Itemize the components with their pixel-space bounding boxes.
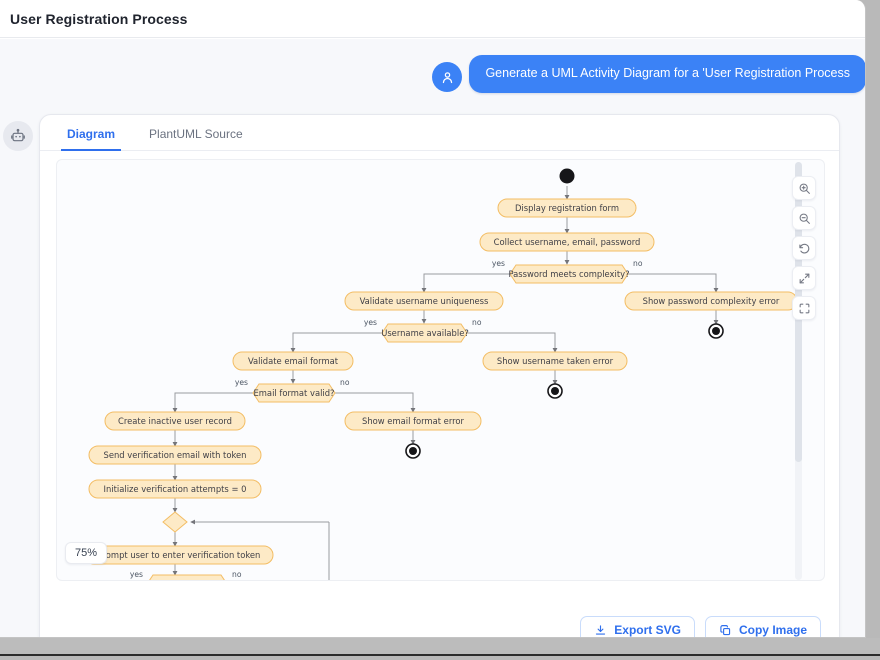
node-label: Create inactive user record: [118, 416, 232, 426]
decision-username-available: Username available?: [381, 323, 469, 343]
tab-diagram[interactable]: Diagram: [61, 127, 122, 151]
card-action-bar: Export SVG Copy Image: [40, 599, 839, 637]
node-label: Validate email format: [248, 356, 339, 366]
export-svg-label: Export SVG: [614, 623, 681, 637]
node-label: Collect username, email, password: [494, 237, 641, 247]
node-label: Token valid?: [161, 579, 213, 581]
node-display-registration-form: Display registration form: [497, 198, 637, 218]
decision-token-valid: Token valid?: [149, 574, 225, 581]
expand-icon[interactable]: [792, 266, 816, 290]
node-validate-username-uniqueness: Validate username uniqueness: [344, 291, 504, 311]
node-label: Validate username uniqueness: [360, 296, 489, 306]
branch-label-yes: yes: [130, 570, 143, 579]
chat-surface: Generate a UML Activity Diagram for a 'U…: [0, 39, 865, 637]
branch-label-no: no: [232, 570, 242, 579]
node-label: Initialize verification attempts = 0: [104, 484, 247, 494]
node-prompt-verification-token: Prompt user to enter verification token: [84, 545, 274, 565]
diagram-canvas-wrapper[interactable]: Display registration form Collect userna…: [56, 159, 825, 581]
decision-password-complexity: Password meets complexity?: [508, 264, 630, 284]
copy-image-button[interactable]: Copy Image: [704, 616, 821, 637]
branch-label-yes: yes: [492, 259, 505, 268]
zoom-out-icon[interactable]: [792, 206, 816, 230]
card-tabs: Diagram PlantUML Source: [40, 115, 839, 151]
branch-label-yes: yes: [235, 378, 248, 387]
end-node-username-taken: [547, 383, 563, 399]
user-message-row: Generate a UML Activity Diagram for a 'U…: [0, 55, 865, 93]
export-svg-button[interactable]: Export SVG: [580, 616, 695, 637]
node-show-email-format-error: Show email format error: [344, 411, 482, 431]
assistant-diagram-card: Diagram PlantUML Source: [39, 114, 840, 637]
app-window: User Registration Process Generate a UML…: [0, 0, 866, 638]
node-validate-email-format: Validate email format: [232, 351, 354, 371]
node-label: Password meets complexity?: [508, 269, 629, 279]
node-create-inactive-user-record: Create inactive user record: [104, 411, 246, 431]
node-show-username-taken-error: Show username taken error: [482, 351, 628, 371]
robot-icon: [3, 121, 33, 151]
copy-image-label: Copy Image: [738, 623, 807, 637]
node-label: Send verification email with token: [104, 450, 247, 460]
node-show-password-complexity-error: Show password complexity error: [624, 291, 798, 311]
title-bar: User Registration Process: [0, 0, 865, 38]
copy-icon: [719, 624, 732, 637]
node-label: Username available?: [381, 328, 469, 338]
start-node: [559, 168, 575, 184]
node-send-verification-email: Send verification email with token: [88, 445, 262, 465]
activity-diagram-svg: Display registration form Collect userna…: [84, 168, 798, 581]
node-label: Show password complexity error: [643, 296, 780, 306]
node-initialize-verification-attempts: Initialize verification attempts = 0: [88, 479, 262, 499]
user-message-bubble: Generate a UML Activity Diagram for a 'U…: [469, 55, 865, 93]
node-collect-credentials: Collect username, email, password: [479, 232, 655, 252]
zoom-in-icon[interactable]: [792, 176, 816, 200]
page-title: User Registration Process: [10, 10, 188, 27]
end-node-email-format: [405, 443, 421, 459]
diagram-canvas[interactable]: Display registration form Collect userna…: [57, 160, 824, 581]
branch-label-no: no: [633, 259, 643, 268]
node-label: Show email format error: [362, 416, 464, 426]
branch-label-no: no: [472, 318, 482, 327]
zoom-level-badge: 75%: [65, 542, 108, 564]
zoom-toolbar: [792, 176, 816, 320]
window-bottom-band: [0, 638, 880, 656]
user-icon: [432, 62, 463, 92]
end-node-password-error: [708, 323, 724, 339]
node-label: Show username taken error: [497, 356, 614, 366]
fit-screen-icon[interactable]: [792, 296, 816, 320]
reset-icon[interactable]: [792, 236, 816, 260]
download-icon: [594, 624, 607, 637]
diagram-edges: [172, 186, 719, 576]
branch-label-yes: yes: [364, 318, 377, 327]
tab-plantuml-source[interactable]: PlantUML Source: [149, 127, 243, 141]
branch-label-no: no: [340, 378, 350, 387]
node-label: Display registration form: [515, 203, 619, 213]
node-label: Email format valid?: [253, 388, 334, 398]
decision-email-format-valid: Email format valid?: [252, 383, 336, 403]
node-label: Prompt user to enter verification token: [98, 550, 261, 560]
diagram-nodes: Display registration form Collect userna…: [84, 168, 798, 581]
merge-node: [162, 511, 188, 533]
